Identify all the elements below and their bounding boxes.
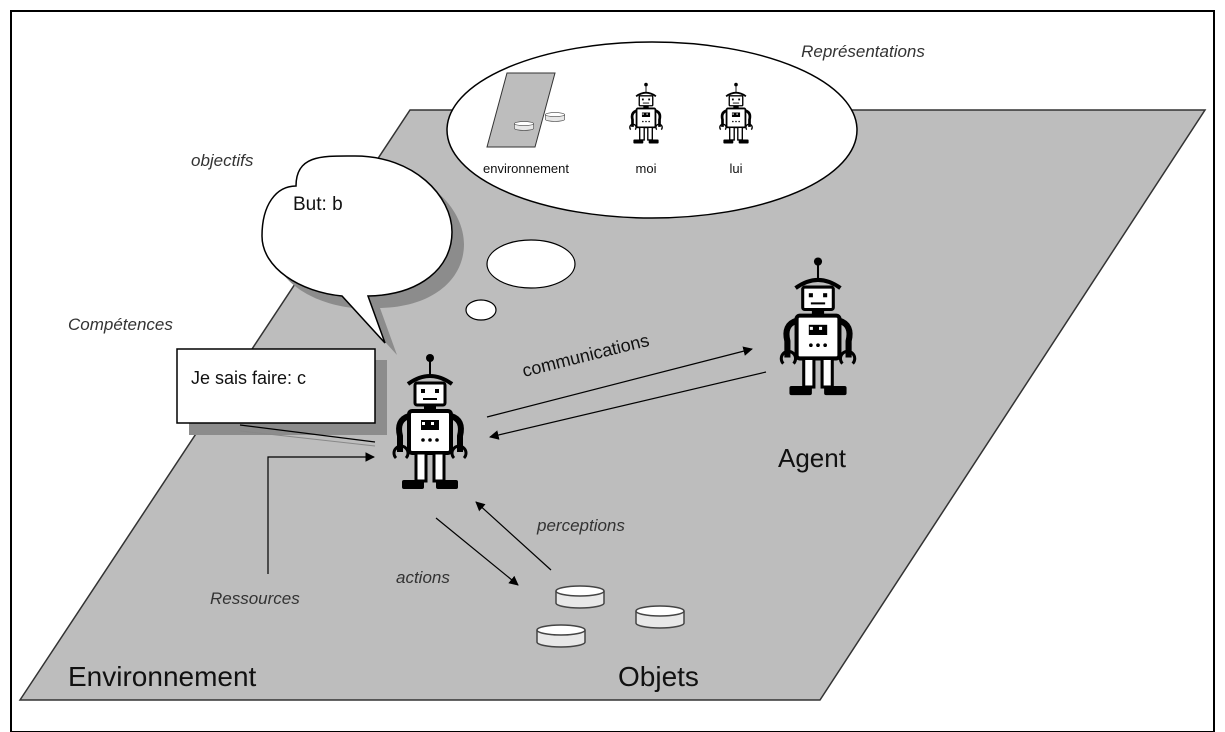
actions-arrow [435, 517, 519, 586]
perceptions-arrow [475, 501, 552, 571]
environnement-label: Environnement [68, 661, 257, 692]
disc-icon [555, 585, 605, 609]
disc-icon [536, 624, 586, 648]
disc-icon [635, 605, 685, 629]
actions-label: actions [396, 568, 450, 587]
competences-label: Compétences [68, 315, 173, 334]
goal-bubble [261, 155, 464, 355]
ressources-label: Ressources [210, 589, 300, 608]
skills-link-line [239, 430, 376, 447]
communication-arrow-out [486, 346, 753, 418]
representation-label-moi: moi [636, 161, 657, 176]
thought-dot-small [465, 299, 497, 321]
mini-disc-icon [545, 112, 565, 122]
representation-label-environnement: environnement [483, 161, 569, 176]
perceptions-label: perceptions [536, 516, 625, 535]
thought-dot-large [486, 239, 576, 289]
mini-environment-plane [486, 72, 556, 148]
representation-label-lui: lui [729, 161, 742, 176]
goal-text: But: b [293, 194, 343, 215]
objets-label: Objets [618, 661, 699, 692]
skills-text: Je sais faire: c [191, 368, 306, 388]
skills-box [176, 348, 376, 424]
resources-arrow [267, 452, 375, 574]
skills-link-line [239, 424, 376, 443]
representations-label: Représentations [801, 42, 925, 61]
objectifs-label: objectifs [191, 151, 254, 170]
agent-label: Agent [778, 443, 847, 473]
figure-frame [10, 10, 1215, 732]
communication-arrow-in [489, 371, 767, 440]
mini-disc-icon [514, 121, 534, 131]
